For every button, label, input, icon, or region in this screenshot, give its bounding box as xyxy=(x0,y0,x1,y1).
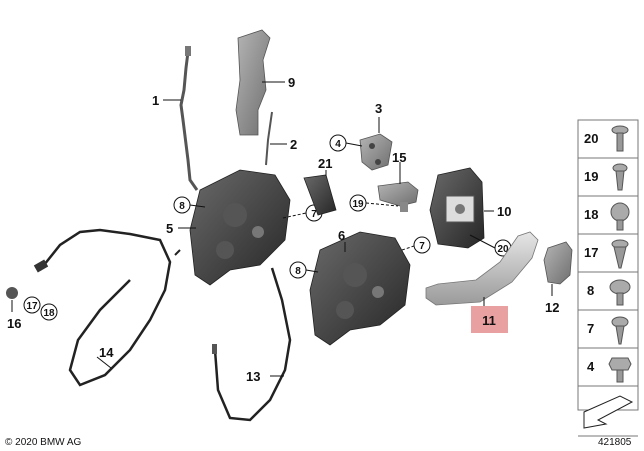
callout-10: 10 xyxy=(497,204,511,219)
copyright-text: © 2020 BMW AG xyxy=(5,437,82,448)
handle-cap-part xyxy=(543,241,573,285)
direction-arrow-icon xyxy=(583,395,634,429)
door-lock-front-part xyxy=(189,169,291,286)
lock-striker-part xyxy=(359,133,393,171)
svg-text:20: 20 xyxy=(584,131,598,146)
lock-cover-part xyxy=(235,29,271,136)
legend-item-20: 20 xyxy=(584,125,629,152)
callout-15: 15 xyxy=(392,150,406,165)
callout-7-left: 7 xyxy=(311,209,317,220)
small-rod-part xyxy=(265,111,273,166)
legend-item-7: 7 xyxy=(587,316,629,345)
callout-14: 14 xyxy=(99,345,114,360)
wedge-part xyxy=(303,174,337,216)
callout-8-right: 8 xyxy=(295,266,301,277)
legend-item-4: 4 xyxy=(587,357,632,383)
svg-text:18: 18 xyxy=(584,207,598,222)
svg-text:4: 4 xyxy=(587,359,595,374)
expanding-rivet-icon xyxy=(610,202,630,231)
highlight-box xyxy=(471,306,508,333)
screw-icon xyxy=(612,163,628,191)
callout-20: 20 xyxy=(497,244,509,255)
callout-19: 19 xyxy=(352,199,364,210)
legend-item-8: 8 xyxy=(587,279,631,306)
callout-3: 3 xyxy=(375,101,382,116)
legend-item-18: 18 xyxy=(584,202,630,231)
callout-21: 21 xyxy=(318,156,332,171)
svg-text:8: 8 xyxy=(587,283,594,298)
svg-text:19: 19 xyxy=(584,169,598,184)
bolt-flat-head-icon xyxy=(611,125,629,152)
grommet-part xyxy=(6,287,18,299)
callout-8-left: 8 xyxy=(179,201,185,212)
clip-screw-icon xyxy=(611,239,629,269)
callout-1: 1 xyxy=(152,93,159,108)
handle-carrier-part xyxy=(429,167,485,249)
actuating-rod-part xyxy=(179,46,199,191)
torx-bolt-icon xyxy=(609,279,631,306)
callout-6: 6 xyxy=(338,228,345,243)
release-cable-part xyxy=(212,267,292,422)
door-lock-rear-part xyxy=(309,231,411,346)
callout-13: 13 xyxy=(246,369,260,384)
callout-12: 12 xyxy=(545,300,559,315)
fastener-legend xyxy=(577,119,639,437)
outer-door-handle-part xyxy=(425,231,539,306)
callout-9: 9 xyxy=(288,75,295,90)
callout-17: 17 xyxy=(26,301,38,312)
callout-18: 18 xyxy=(43,308,55,319)
svg-text:17: 17 xyxy=(584,245,598,260)
lock-cylinder-part xyxy=(377,181,419,212)
legend-item-17: 17 xyxy=(584,239,629,269)
hex-bolt-icon xyxy=(608,357,632,383)
sheet-metal-screw-icon xyxy=(611,316,629,345)
callout-11: 11 xyxy=(482,313,496,328)
callout-2: 2 xyxy=(290,137,297,152)
legend-item-19: 19 xyxy=(584,163,628,191)
callout-16: 16 xyxy=(7,316,21,331)
callout-7-right: 7 xyxy=(419,241,425,252)
svg-text:7: 7 xyxy=(587,321,594,336)
bowden-cable-part xyxy=(33,228,181,387)
callout-5: 5 xyxy=(166,221,173,236)
callout-4: 4 xyxy=(335,139,341,150)
diagram-number: 421805 xyxy=(598,437,632,448)
